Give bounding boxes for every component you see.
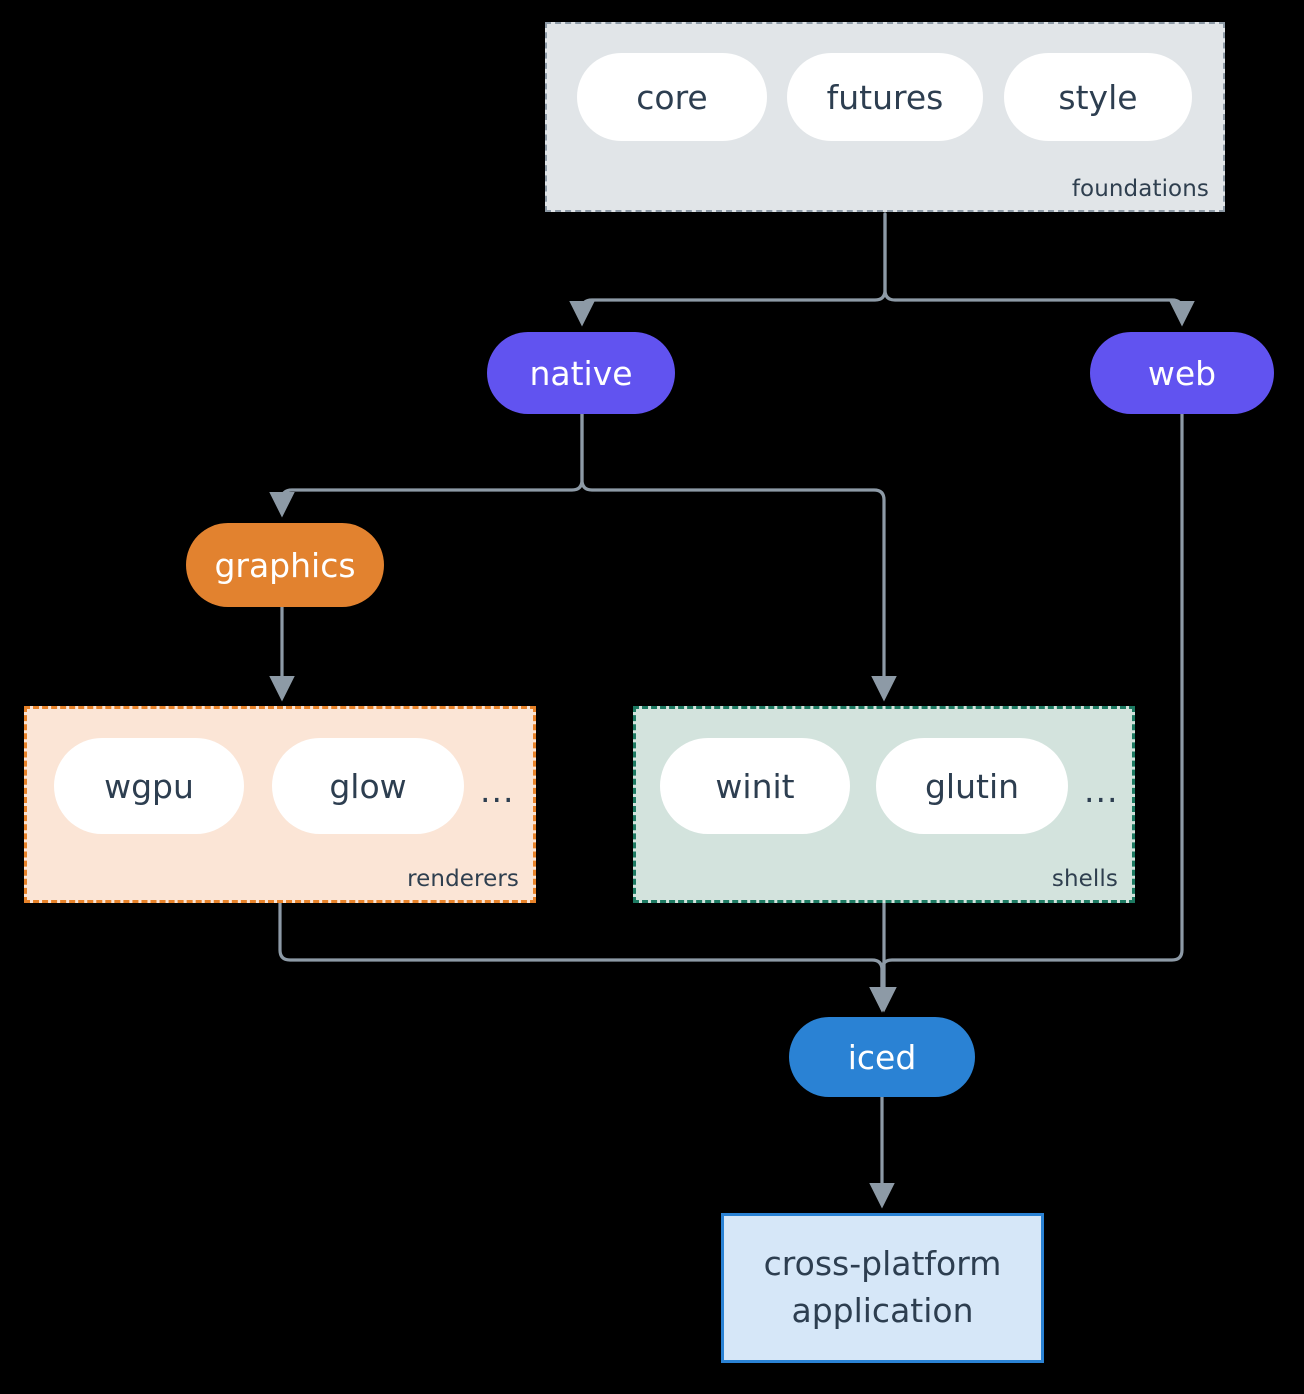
node-style[interactable]: style — [1004, 53, 1192, 141]
cluster-foundations: core futures style foundations — [545, 22, 1225, 212]
edge-native-shells — [580, 412, 897, 702]
shells-overflow-ellipsis: ... — [1084, 771, 1119, 810]
node-cross-platform-application[interactable]: cross-platform application — [721, 1213, 1044, 1363]
node-native[interactable]: native — [487, 332, 675, 414]
cluster-renderers: wgpu glow ... renderers — [24, 706, 536, 903]
node-wgpu[interactable]: wgpu — [54, 738, 244, 834]
cluster-shells: winit glutin ... shells — [633, 706, 1135, 903]
node-glutin[interactable]: glutin — [876, 738, 1068, 834]
cluster-label-foundations: foundations — [1071, 176, 1209, 202]
cluster-label-shells: shells — [1051, 866, 1118, 892]
cluster-label-renderers: renderers — [407, 866, 519, 892]
node-graphics[interactable]: graphics — [186, 523, 384, 607]
node-winit[interactable]: winit — [660, 738, 850, 834]
application-label-line1: cross-platform — [763, 1244, 1002, 1284]
node-futures[interactable]: futures — [787, 53, 983, 141]
edge-renderers-iced — [278, 901, 895, 1013]
node-glow[interactable]: glow — [272, 738, 464, 834]
node-iced[interactable]: iced — [789, 1017, 975, 1097]
application-label-line2: application — [791, 1291, 974, 1330]
edge-foundations-native — [569, 212, 887, 327]
renderers-overflow-ellipsis: ... — [480, 771, 515, 810]
node-web[interactable]: web — [1090, 332, 1274, 414]
edge-foundations-web — [883, 212, 1195, 327]
edge-native-graphics — [269, 412, 584, 518]
node-core[interactable]: core — [577, 53, 767, 141]
